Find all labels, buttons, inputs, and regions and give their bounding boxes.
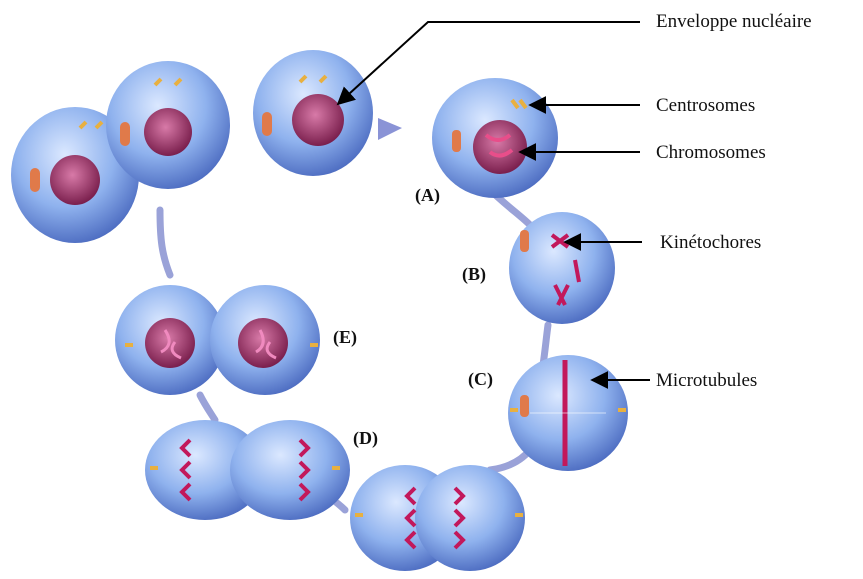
cell-cytokinesis — [115, 285, 320, 395]
stage-label-a: (A) — [415, 186, 440, 204]
stage-label-c: (C) — [468, 370, 493, 388]
cell-metaphase — [508, 355, 628, 471]
label-enveloppe-nucleaire: Enveloppe nucléaire — [656, 12, 812, 31]
interphase-cell-2 — [106, 61, 230, 189]
cell-anaphase — [350, 465, 525, 571]
interphase-cell-3 — [253, 50, 373, 176]
label-chromosomes: Chromosomes — [656, 143, 766, 162]
cell-telophase — [145, 420, 350, 520]
stage-label-d: (D) — [353, 429, 378, 447]
stage-label-b: (B) — [462, 265, 486, 283]
label-kinetochores: Kinétochores — [660, 233, 761, 252]
stage-label-e: (E) — [333, 328, 357, 346]
cycle-arrow-icon — [378, 118, 402, 140]
cell-prometaphase — [509, 212, 615, 324]
label-arrows — [338, 22, 650, 380]
cell-prophase — [432, 78, 558, 198]
label-centrosomes: Centrosomes — [656, 96, 755, 115]
label-microtubules: Microtubules — [656, 371, 757, 390]
